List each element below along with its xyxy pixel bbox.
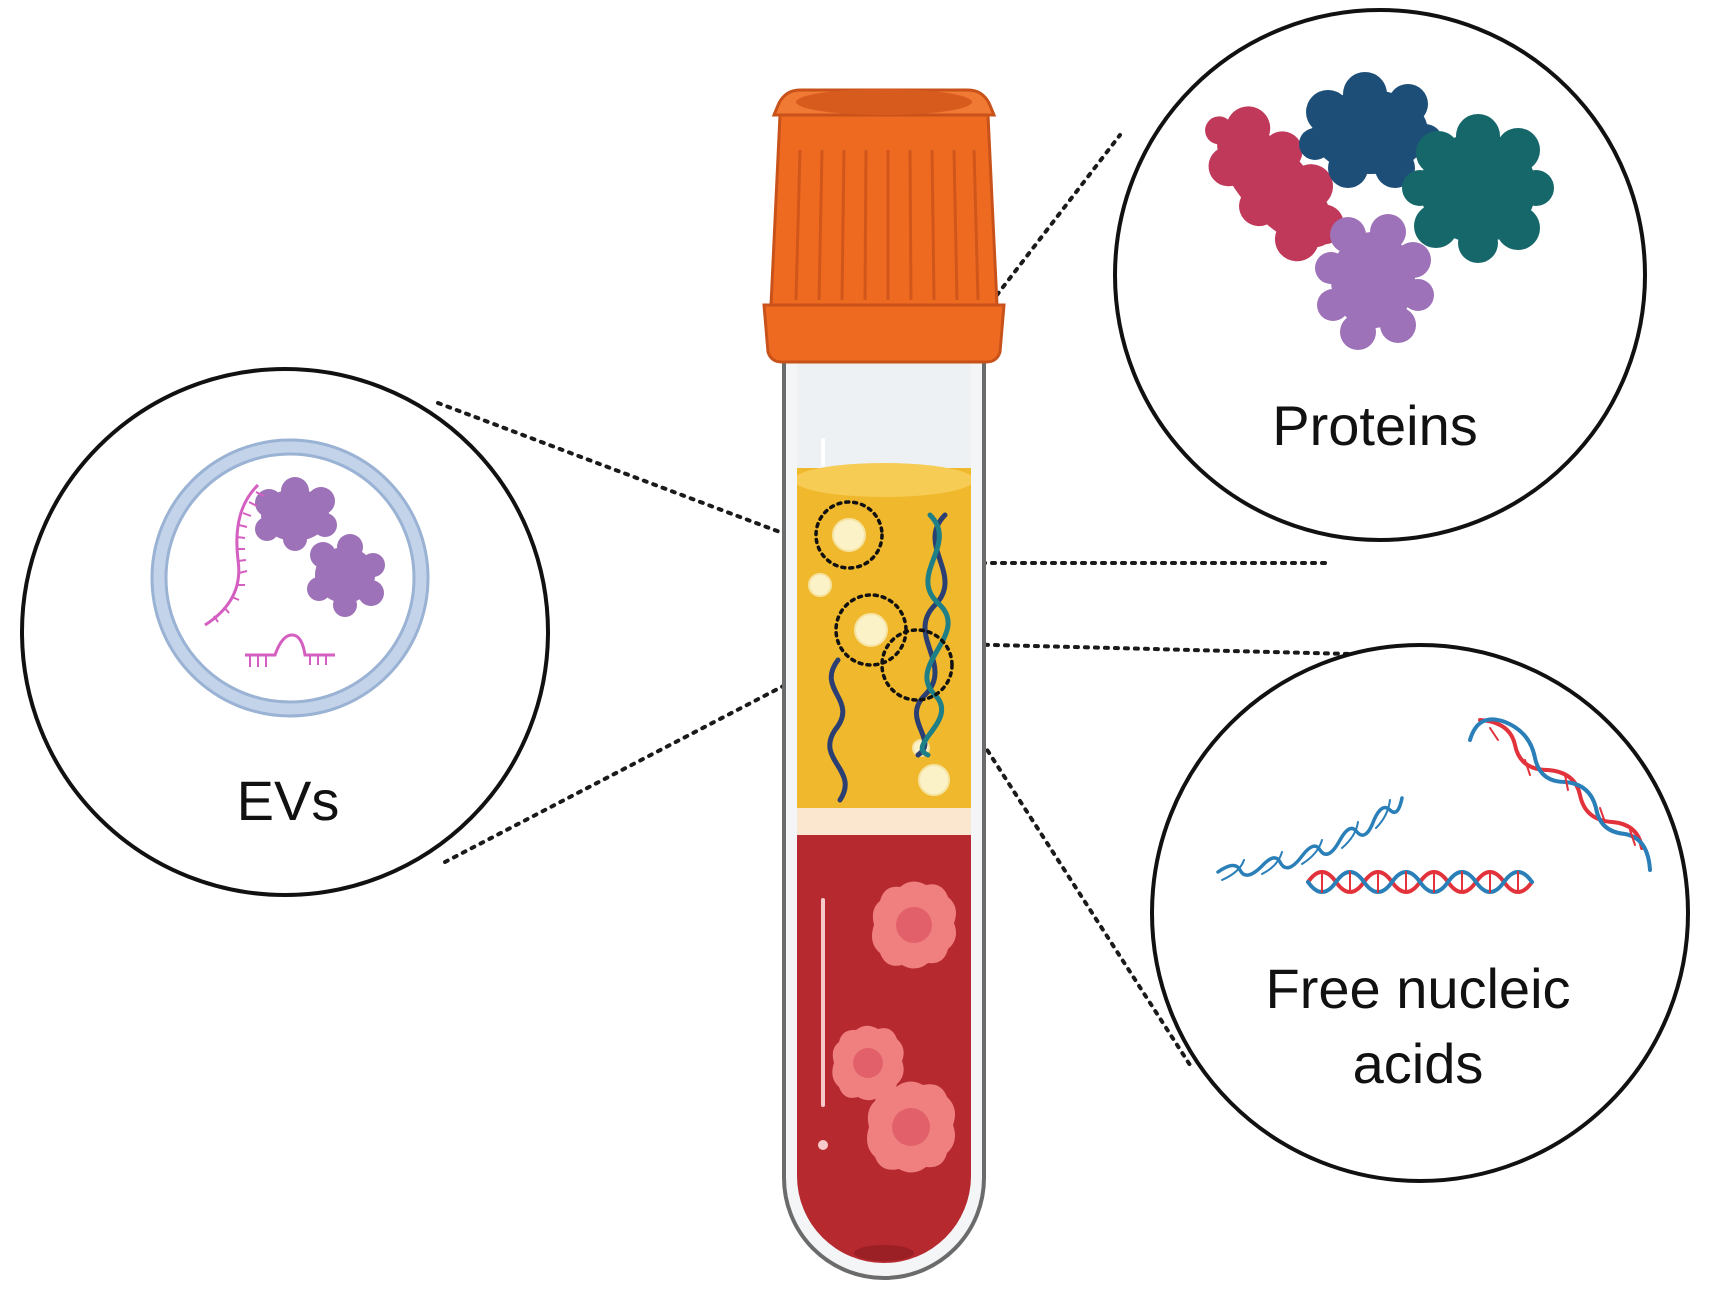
nucleic-acids-label-line1: Free nucleic [1265,957,1570,1020]
proteins-zoom-panel: Proteins [1113,8,1647,542]
plasma-nucleic-acids [827,512,951,803]
buffy-coat-layer [797,808,971,835]
connector-nucleic-upper [913,641,1392,657]
blood-cell-icon [832,881,956,1173]
plasma-vesicles [808,518,950,796]
evs-zoom-panel: EVs [20,367,550,897]
protein-icon [1205,72,1554,350]
evs-label: EVs [237,769,340,832]
single-strand-dna-icon [1216,796,1404,881]
connector-nucleic-lower [953,698,1192,1067]
extracellular-vesicle-icon [150,438,430,718]
connector-evs-lower [443,653,845,864]
blood-tube-icon [762,88,1006,1280]
nucleic-acids-zoom-panel: Free nucleic acids [1150,643,1690,1183]
tube-cap [762,88,1006,364]
rna-icon [204,483,335,667]
dna-double-helix-icon [1468,717,1652,872]
dna-double-helix-horizontal-icon [1306,870,1534,894]
proteins-label: Proteins [1272,394,1477,457]
highlight-rings [814,500,954,702]
nucleic-acids-label-line2: acids [1353,1032,1484,1095]
